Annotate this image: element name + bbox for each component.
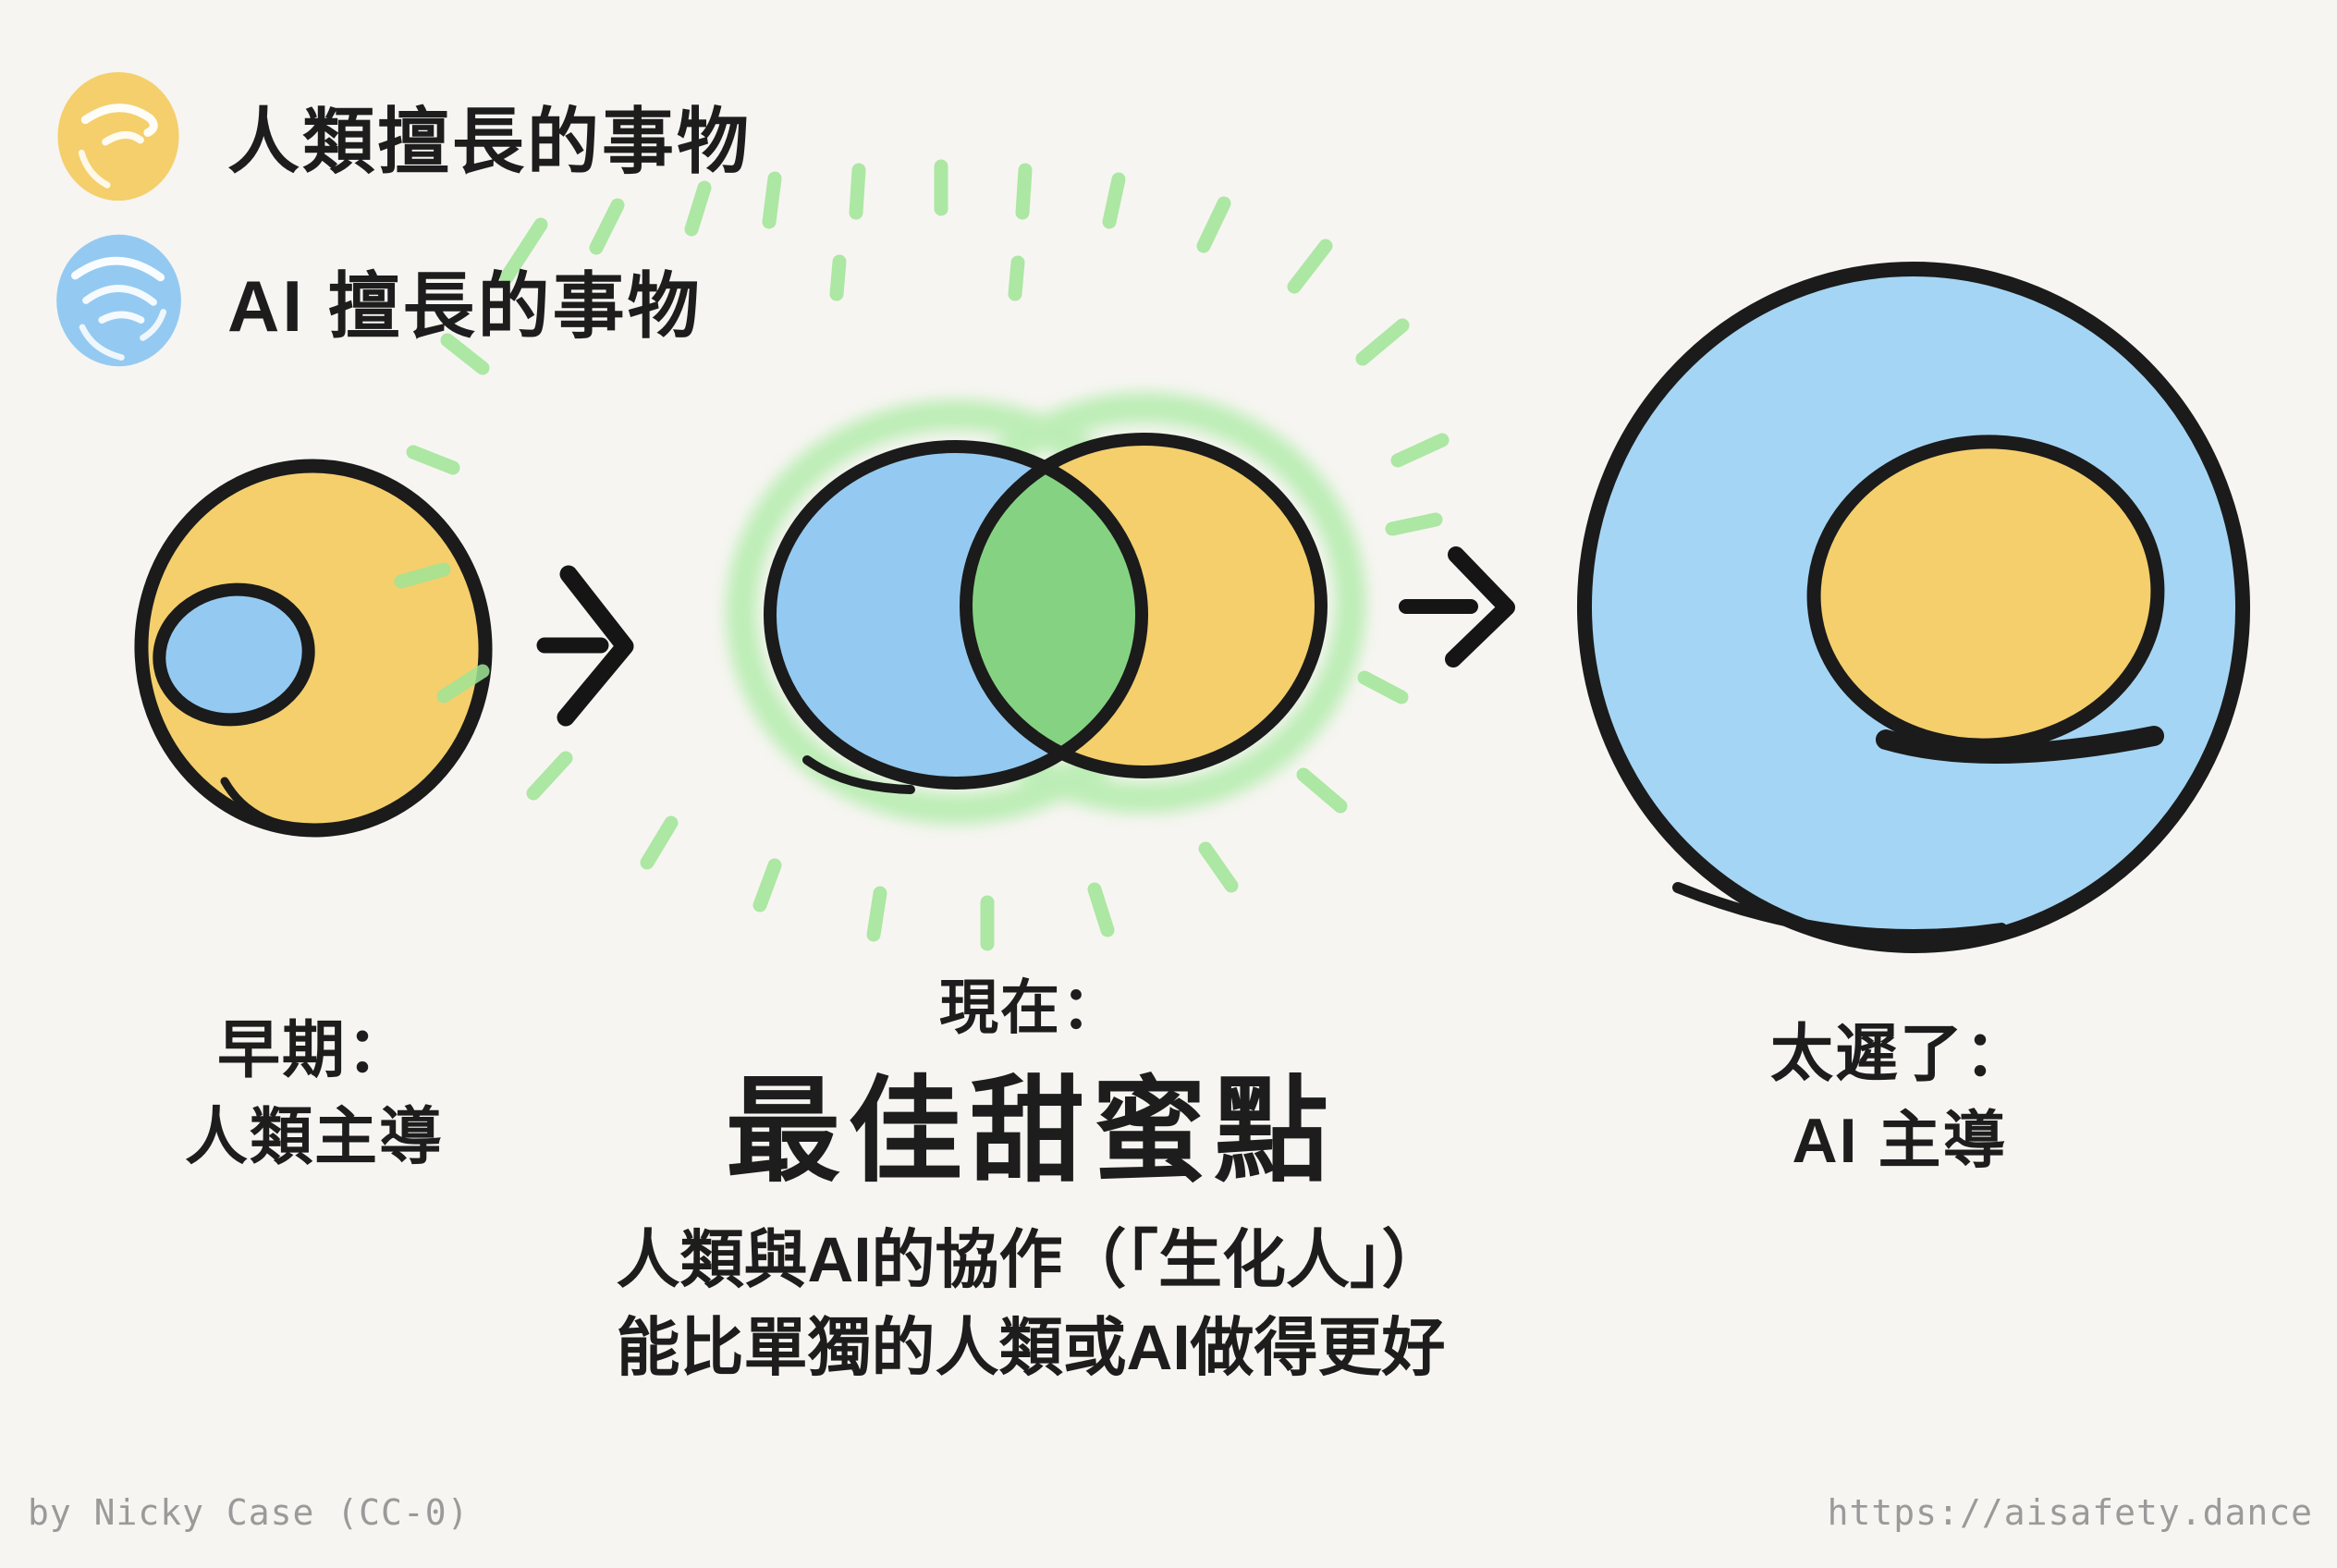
label-late-stage: 太遲了： AI 主導 (1655, 1011, 2145, 1185)
late-title: 太遲了： (1769, 1019, 2029, 1089)
legend-label-ai: AI 擅長的事物 (227, 265, 703, 347)
arrow-right-icon (1399, 546, 1515, 668)
now-title: 現在： (939, 974, 1122, 1041)
credit-text: by Nicky Case (CC-0) (28, 1492, 470, 1533)
legend-item-human: 人類擅長的事物 (50, 65, 752, 207)
sparkle-rays (394, 159, 1450, 951)
venn-outlines (764, 433, 1328, 794)
legend-item-ai: AI 擅長的事物 (50, 229, 752, 372)
arrow-right-icon (536, 565, 634, 727)
early-title: 早期： (216, 1015, 411, 1085)
sketch-accent (1876, 726, 2164, 765)
late-subtitle: AI 主導 (1792, 1105, 2008, 1176)
legend: 人類擅長的事物 AI 擅長的事物 (50, 65, 752, 372)
overlap-region (966, 447, 1142, 772)
label-early-stage: 早期： 人類主導 (83, 1008, 545, 1182)
early-subtitle: 人類主導 (184, 1101, 444, 1172)
now-description-line2: 能比單獨的人類或AI做得更好 (616, 1311, 1446, 1383)
blue-scribble-blob-icon (56, 234, 181, 367)
source-url: https://aisafety.dance (1827, 1492, 2313, 1533)
sketch-accent (1672, 882, 2007, 940)
yellow-scribble-blob-icon (57, 71, 179, 202)
sweet-spot-venn (394, 159, 1450, 951)
label-now-stage: 現在： 最佳甜蜜點 人類與AI的協作（「生化人」） 能比單獨的人類或AI做得更好 (384, 974, 1678, 1379)
ai-circle-small (153, 582, 315, 727)
sketch-accent (220, 777, 284, 828)
now-headline: 最佳甜蜜點 (725, 1067, 1336, 1195)
now-description-line1: 人類與AI的協作（「生化人」） (616, 1223, 1446, 1295)
late-stage-venn (1576, 262, 2251, 953)
early-stage-venn (134, 459, 493, 838)
legend-label-human: 人類擅長的事物 (227, 101, 752, 182)
